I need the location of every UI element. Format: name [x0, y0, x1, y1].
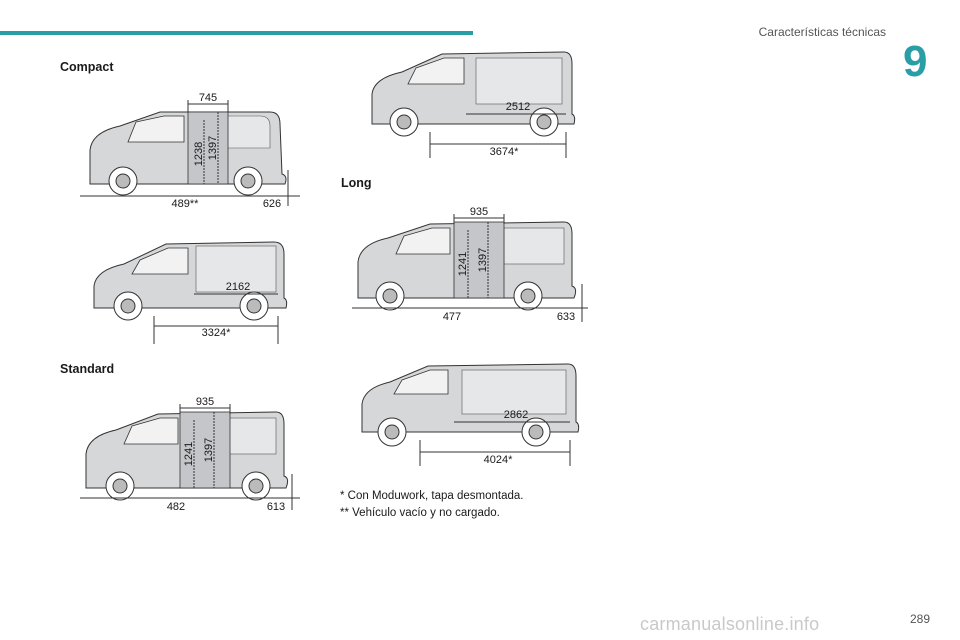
header-accent-bar	[0, 31, 473, 35]
long-height-a-label: 1241	[457, 252, 469, 276]
compact-cargo-width-label: 745	[199, 92, 217, 104]
long-length-diagram: 2862 4024*	[358, 360, 580, 468]
standard-length-diagram: 2512 3674*	[368, 48, 578, 160]
compact-height-b-label: 1397	[207, 136, 219, 160]
footnote-moduwork: * Con Moduwork, tapa desmontada.	[340, 490, 524, 502]
long-total-length-label: 4024*	[484, 454, 513, 466]
standard-cargo-width-label: 935	[196, 396, 214, 408]
compact-total-length-label: 3324*	[202, 327, 231, 339]
compact-side-diagram: 745 1238 1397 489** 626	[80, 92, 300, 212]
chapter-number: 9	[903, 37, 928, 86]
standard-front-label: 482	[167, 501, 185, 513]
compact-load-length-label: 2162	[226, 281, 250, 293]
section-title-standard: Standard	[60, 362, 115, 376]
standard-total-length-label: 3674*	[490, 146, 519, 158]
standard-load-length-label: 2512	[506, 101, 530, 113]
watermark: carmanualsonline.info	[640, 614, 820, 634]
section-title-long: Long	[341, 176, 372, 190]
section-title-compact: Compact	[60, 60, 114, 74]
long-front-label: 477	[443, 311, 461, 323]
compact-length-diagram: 2162 3324*	[88, 236, 288, 348]
footnotes: * Con Moduwork, tapa desmontada. ** Vehí…	[340, 488, 523, 522]
compact-front-label: 489**	[172, 198, 200, 210]
header-title: Características técnicas	[758, 25, 886, 39]
long-side-diagram: 935 1241 1397 477 633	[352, 206, 588, 326]
footnote-empty-vehicle: ** Vehículo vacío y no cargado.	[340, 507, 500, 519]
long-cargo-width-label: 935	[470, 206, 488, 218]
long-height-b-label: 1397	[477, 248, 489, 272]
standard-height-a-label: 1241	[183, 442, 195, 466]
compact-height-a-label: 1238	[193, 142, 205, 166]
long-rear-label: 633	[557, 311, 575, 323]
standard-rear-label: 613	[267, 501, 285, 513]
long-load-length-label: 2862	[504, 409, 528, 421]
page-number: 289	[909, 612, 930, 626]
standard-side-diagram: 935 1241 1397 482 613	[80, 396, 300, 516]
standard-height-b-label: 1397	[203, 438, 215, 462]
compact-rear-label: 626	[263, 198, 281, 210]
